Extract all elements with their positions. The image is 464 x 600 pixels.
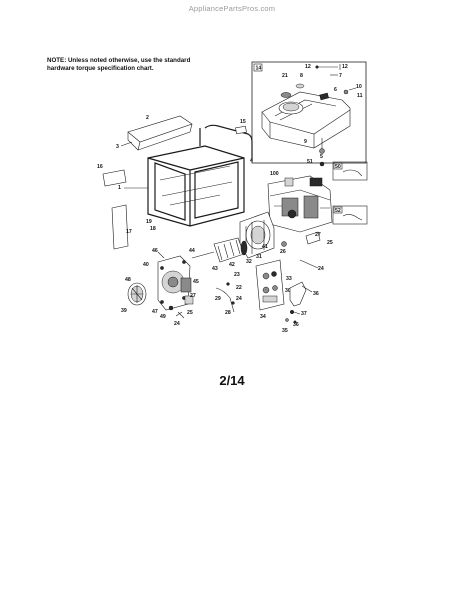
brush-assembly: 45 27 47 25 24 — [152, 277, 199, 327]
callout-17: 17 — [126, 229, 132, 235]
labels-group: 15 16 17 — [97, 119, 247, 250]
callout-36a: 36 — [313, 291, 319, 297]
callout-24a: 24 — [174, 321, 180, 327]
callout-40: 40 — [143, 262, 149, 268]
callout-31: 31 — [256, 254, 262, 260]
callout-48: 48 — [125, 277, 131, 283]
callout-35: 35 — [282, 328, 288, 334]
callout-24b: 24 — [236, 296, 242, 302]
callout-32: 32 — [246, 259, 252, 265]
callout-100: 100 — [270, 171, 279, 177]
callout-34: 34 — [260, 314, 266, 320]
handle-bracket: 36 37 35 36 — [282, 281, 319, 334]
callout-26: 26 — [280, 249, 286, 255]
callout-44: 44 — [189, 248, 195, 254]
callout-50: 50 — [335, 164, 341, 170]
callout-42: 42 — [229, 262, 235, 268]
fuel-tank-inset: 14 21 8 12 12 7 6 10 11 9 5 — [251, 61, 367, 164]
callout-49: 49 — [160, 314, 166, 320]
torque-note: NOTE: Unless noted otherwise, use the st… — [47, 57, 191, 72]
callout-16: 16 — [97, 164, 103, 170]
callout-39: 39 — [121, 308, 127, 314]
callout-5: 5 — [320, 154, 323, 160]
callout-51: 51 — [307, 159, 313, 165]
callout-45: 45 — [193, 279, 199, 285]
callout-52: 52 — [335, 208, 341, 214]
callout-27a: 27 — [315, 232, 321, 238]
callout-10: 10 — [356, 84, 362, 90]
callout-7: 7 — [339, 73, 342, 79]
callout-22: 22 — [236, 285, 242, 291]
callout-37: 37 — [301, 311, 307, 317]
outlet-hardware: 26 27 25 24 — [280, 231, 333, 272]
engine: 100 51 50 52 — [267, 159, 368, 233]
callout-25a: 25 — [327, 240, 333, 246]
callout-2: 2 — [146, 115, 149, 121]
callout-11: 11 — [357, 93, 363, 99]
callout-36b: 36 — [293, 322, 299, 328]
callout-47: 47 — [152, 309, 158, 315]
callout-12b: 12 — [342, 64, 348, 70]
control-panel: 31 32 33 30 34 — [246, 254, 292, 320]
rotor: 42 44 43 — [189, 237, 248, 272]
frame-assembly: 1 4 19 18 20 — [118, 124, 253, 235]
callout-23: 23 — [234, 272, 240, 278]
callout-15: 15 — [240, 119, 246, 125]
site-watermark: AppliancePartsPros.com — [188, 4, 276, 13]
callout-14: 14 — [256, 66, 262, 72]
page-number: 2/14 — [219, 373, 245, 388]
wiring-harness: 23 22 29 28 24 — [215, 272, 242, 316]
callout-8: 8 — [300, 73, 303, 79]
callout-30: 30 — [285, 288, 291, 294]
callout-4: 4 — [250, 158, 253, 164]
callout-1: 1 — [118, 185, 121, 191]
callout-43: 43 — [212, 266, 218, 272]
callout-18: 18 — [150, 226, 156, 232]
callout-9: 9 — [304, 139, 307, 145]
callout-33: 33 — [286, 276, 292, 282]
callout-6: 6 — [334, 87, 337, 93]
callout-12a: 12 — [305, 64, 311, 70]
callout-27b: 27 — [190, 293, 196, 299]
callout-46: 46 — [152, 248, 158, 254]
callout-29: 29 — [215, 296, 221, 302]
callout-3: 3 — [116, 144, 119, 150]
callout-25b: 25 — [187, 310, 193, 316]
callout-41: 41 — [262, 244, 268, 250]
callout-21: 21 — [282, 73, 288, 79]
callout-19: 19 — [146, 219, 152, 225]
callout-28: 28 — [225, 310, 231, 316]
end-bell: 46 40 49 — [143, 248, 191, 320]
end-cover: 48 39 — [121, 277, 147, 314]
panel-cover: 2 3 — [116, 115, 193, 151]
callout-24c: 24 — [318, 266, 324, 272]
